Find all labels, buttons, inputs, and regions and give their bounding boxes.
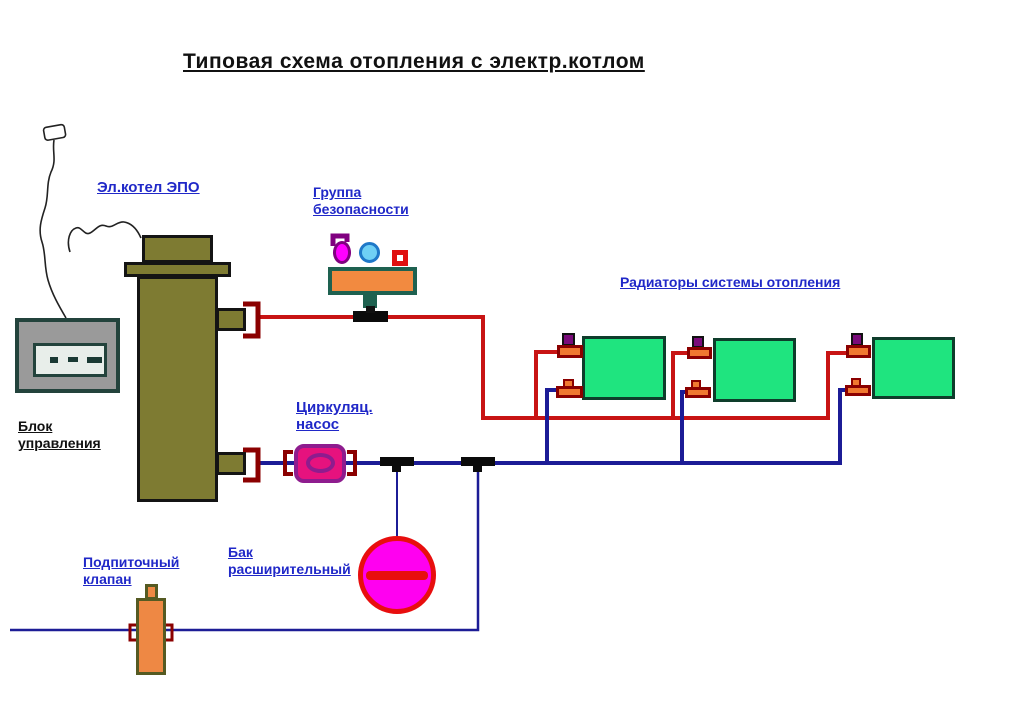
page-title: Типовая схема отопления с электр.котлом <box>183 50 645 73</box>
supply-riser-radiator-2 <box>671 351 688 420</box>
makeup-valve-body <box>136 598 166 675</box>
power-cord-wire <box>39 139 67 319</box>
safety-valve-hook <box>330 233 350 246</box>
radiator-1 <box>582 336 666 400</box>
power-plug-icon <box>42 123 67 141</box>
tee-makeup-stub <box>473 466 482 472</box>
supply-pipe-main <box>259 315 847 420</box>
supply-riser-radiator-1 <box>534 350 558 420</box>
radiator-1-return-valve <box>556 386 583 398</box>
label-expansion-tank: Бак расширительный <box>228 544 351 577</box>
union-boiler-return <box>243 447 261 483</box>
makeup-line <box>10 466 480 632</box>
label-boiler: Эл.котел ЭПО <box>97 179 200 196</box>
union-makeup-left <box>128 623 137 642</box>
boiler-supply-stub <box>216 308 246 331</box>
control-unit-indicator-1 <box>50 357 58 363</box>
air-vent-icon <box>392 250 408 266</box>
label-safety-group: Группа безопасности <box>313 184 409 217</box>
tee-expansion-tank <box>380 457 414 466</box>
union-boiler-supply <box>243 301 261 339</box>
boiler-body <box>137 276 218 502</box>
expansion-tank-membrane <box>366 571 428 580</box>
pressure-gauge-icon <box>359 242 380 263</box>
boiler-power-wire <box>67 221 142 253</box>
control-unit-indicator-3 <box>87 357 102 363</box>
safety-valve-icon <box>333 241 351 264</box>
tee-expansion-stub <box>392 466 401 472</box>
label-makeup-valve: Подпиточный клапан <box>83 554 180 587</box>
control-unit-indicator-2 <box>68 357 78 362</box>
union-pump-right <box>347 450 357 476</box>
label-pump: Циркуляц. насос <box>296 399 373 433</box>
radiator-2-return-valve <box>685 387 711 398</box>
return-riser-radiator-1 <box>545 388 557 465</box>
safety-group-manifold <box>328 267 417 295</box>
safety-group-nipple <box>366 306 375 313</box>
boiler-flange <box>124 262 231 277</box>
pump-rotor-icon <box>306 453 335 473</box>
tee-safety-group <box>353 311 388 322</box>
radiator-3-return-valve <box>845 385 871 396</box>
label-radiators: Радиаторы системы отопления <box>620 274 841 290</box>
radiator-2-supply-valve <box>687 347 712 359</box>
radiator-3-supply-valve <box>846 345 871 358</box>
label-control-unit: Блок управления <box>18 418 101 451</box>
boiler-return-stub <box>216 452 246 475</box>
boiler-cap <box>142 235 213 263</box>
return-pipe-main <box>260 388 846 465</box>
radiator-2 <box>713 338 796 402</box>
union-pump-left <box>283 450 293 476</box>
radiator-3 <box>872 337 955 399</box>
safety-group-stem <box>363 294 377 308</box>
tee-makeup <box>461 457 495 466</box>
radiator-1-supply-valve <box>557 345 583 358</box>
return-riser-radiator-2 <box>680 390 686 465</box>
union-makeup-right <box>165 623 174 642</box>
